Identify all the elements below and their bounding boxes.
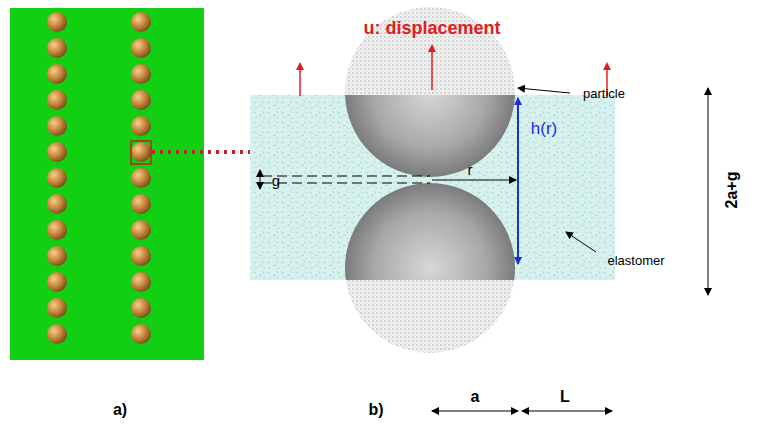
panel-label: a) <box>113 402 127 418</box>
particle-sphere <box>131 194 151 214</box>
dimension-label: L <box>560 389 570 405</box>
particle-sphere <box>131 246 151 266</box>
particle-leader <box>518 88 570 93</box>
particle-sphere <box>131 220 151 240</box>
panel-label: b) <box>368 402 383 418</box>
particle-sphere <box>47 12 67 32</box>
bottom-particle <box>345 183 515 353</box>
particle-sphere <box>47 324 67 344</box>
particle-sphere <box>47 220 67 240</box>
particle-label: particle <box>583 87 625 100</box>
particle-sphere <box>131 64 151 84</box>
top-particle-embedded <box>345 95 515 177</box>
particle-sphere <box>131 12 151 32</box>
particle-sphere <box>131 324 151 344</box>
gap-arrow <box>260 170 261 189</box>
particle-sphere <box>47 246 67 266</box>
spacing-dimension <box>522 411 612 412</box>
height-label: h(r) <box>531 120 557 137</box>
particle-sphere <box>131 298 151 318</box>
radius-dimension <box>432 411 518 412</box>
top-particle <box>345 7 515 177</box>
radius-label: r <box>468 162 473 177</box>
particle-sphere <box>47 298 67 318</box>
particle-sphere <box>47 90 67 110</box>
particle-sphere <box>131 116 151 136</box>
particle-sphere <box>47 38 67 58</box>
particle-sphere <box>131 168 151 188</box>
dimension-label: a <box>471 389 480 405</box>
zoom-box <box>131 141 151 164</box>
bottom-particle-embedded <box>345 183 515 280</box>
particle-sphere <box>47 64 67 84</box>
gap-lines <box>262 176 430 183</box>
gap-label: g <box>272 173 280 188</box>
radius-arrow <box>432 180 516 181</box>
particle-sphere <box>47 168 67 188</box>
particle-chains <box>47 12 151 344</box>
elastomer-label: elastomer <box>607 254 664 267</box>
particle-sphere <box>131 90 151 110</box>
particle-sphere <box>47 272 67 292</box>
particle-sphere <box>47 194 67 214</box>
dimension-label: 2a+g <box>724 172 740 209</box>
height-arrow <box>517 98 519 264</box>
displacement-arrows <box>300 46 607 96</box>
particle-sphere <box>131 38 151 58</box>
matrix-panel <box>10 8 204 360</box>
particle-sphere <box>131 142 151 162</box>
height-dimension <box>708 88 709 295</box>
particle-sphere <box>47 116 67 136</box>
particle-sphere <box>47 142 67 162</box>
displacement-label: u: displacement <box>363 19 500 37</box>
elastomer-leader <box>566 232 596 252</box>
particle-sphere <box>131 272 151 292</box>
